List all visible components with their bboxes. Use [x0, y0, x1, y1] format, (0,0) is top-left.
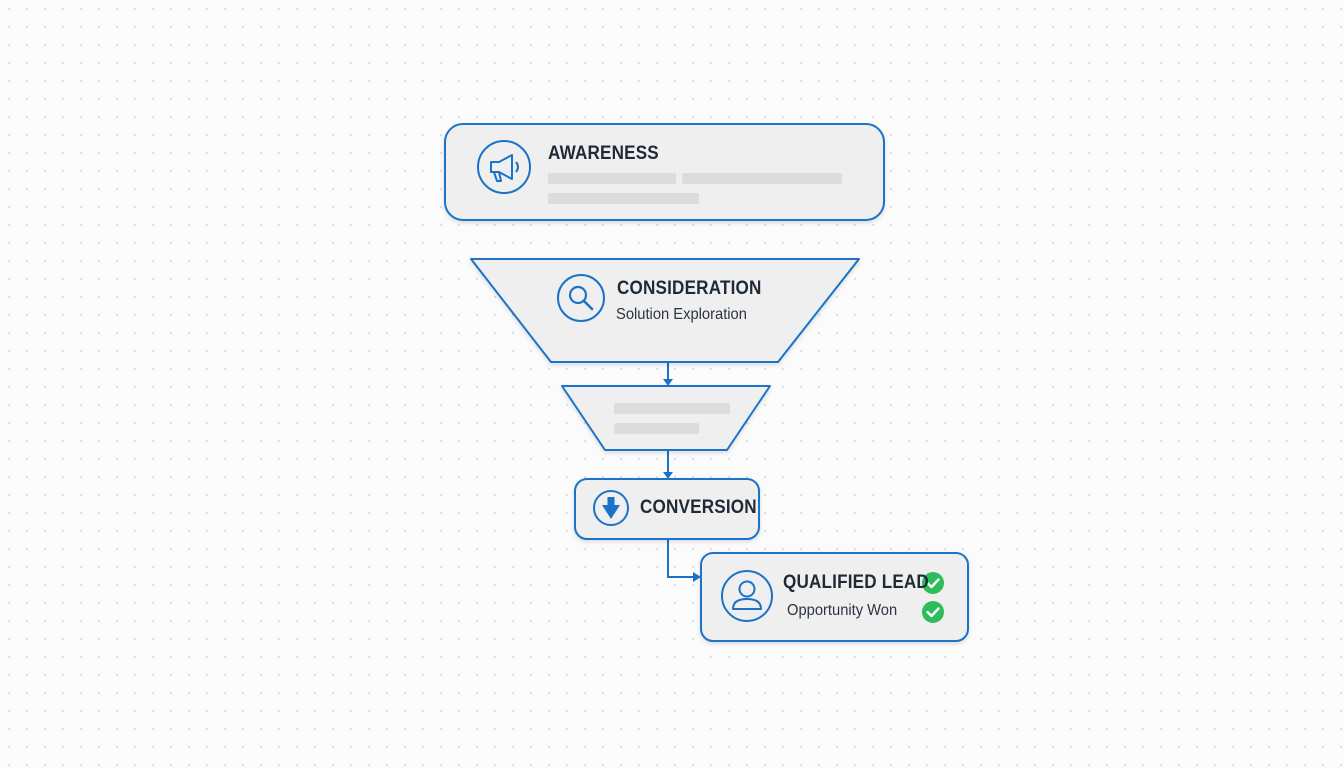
- user-icon: [721, 570, 773, 622]
- connector-arrowhead: [693, 572, 701, 582]
- stage-qualified-lead[interactable]: [700, 552, 969, 642]
- connector-arrowhead: [663, 379, 673, 386]
- stage-awareness-box: [444, 123, 885, 221]
- connectors: [663, 362, 701, 582]
- placeholder-line: [614, 423, 699, 434]
- placeholder-line: [548, 193, 699, 204]
- stage-conversion[interactable]: [574, 478, 760, 540]
- stage-conversion-title: CONVERSION: [640, 497, 757, 518]
- connector-conversion-qualified-lead: [667, 540, 694, 578]
- megaphone-icon: [477, 140, 531, 194]
- stage-evaluation-trapezoid: [561, 385, 771, 451]
- stage-qualified-lead-title: QUALIFIED LEAD: [783, 572, 929, 593]
- placeholder-line: [682, 173, 842, 184]
- stage-awareness[interactable]: [444, 123, 885, 221]
- stage-consideration-subtitle: Solution Exploration: [616, 306, 747, 323]
- search-icon: [557, 274, 605, 322]
- stage-consideration[interactable]: [470, 258, 860, 363]
- connector-arrowhead: [663, 472, 673, 479]
- stage-qualified-lead-box: [700, 552, 969, 642]
- placeholder-line: [614, 403, 730, 414]
- check-icon: [922, 572, 944, 594]
- stage-consideration-trapezoid: [470, 258, 860, 363]
- placeholder-line: [548, 173, 676, 184]
- stage-consideration-title: CONSIDERATION: [617, 278, 762, 299]
- stage-awareness-title: AWARENESS: [548, 143, 659, 164]
- stage-evaluation[interactable]: [561, 385, 771, 451]
- check-icon: [922, 601, 944, 623]
- arrow-down-icon: [593, 490, 629, 526]
- stage-qualified-lead-subtitle: Opportunity Won: [787, 602, 898, 619]
